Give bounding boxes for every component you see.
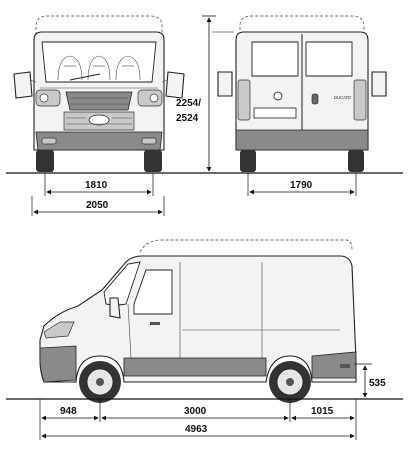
height-label-1: 2254/ [176, 98, 201, 109]
wheelbase-label: 3000 [184, 406, 207, 417]
side-extension-lines [39, 399, 357, 440]
rear-track-dimension: 1790 [247, 173, 357, 196]
overall-length-dimension: 4963 [41, 424, 355, 439]
ground-clearance-dimension: 535 [354, 363, 386, 398]
side-view [39, 239, 357, 403]
front-track-label: 1810 [85, 180, 108, 191]
wheelbase-dimension: 3000 [101, 406, 289, 421]
height-label-2: 2524 [176, 113, 199, 124]
front-width-label: 2050 [86, 200, 109, 211]
overall-length-label: 4963 [185, 424, 208, 435]
height-dimension: 2254/ 2524 [176, 15, 234, 172]
front-overhang-dimension: 948 [41, 406, 99, 421]
ducato-badge: DUCATO [334, 95, 352, 100]
rear-overhang-label: 1015 [311, 406, 334, 417]
ground-clearance-label: 535 [369, 378, 386, 389]
front-view [13, 15, 185, 172]
front-track-dimension: 1810 [44, 173, 154, 196]
rear-overhang-dimension: 1015 [291, 406, 355, 421]
rear-track-label: 1790 [290, 180, 313, 191]
rear-view: DUCATO [217, 15, 387, 172]
front-overhang-label: 948 [60, 406, 77, 417]
front-width-dimension: 2050 [31, 196, 165, 216]
